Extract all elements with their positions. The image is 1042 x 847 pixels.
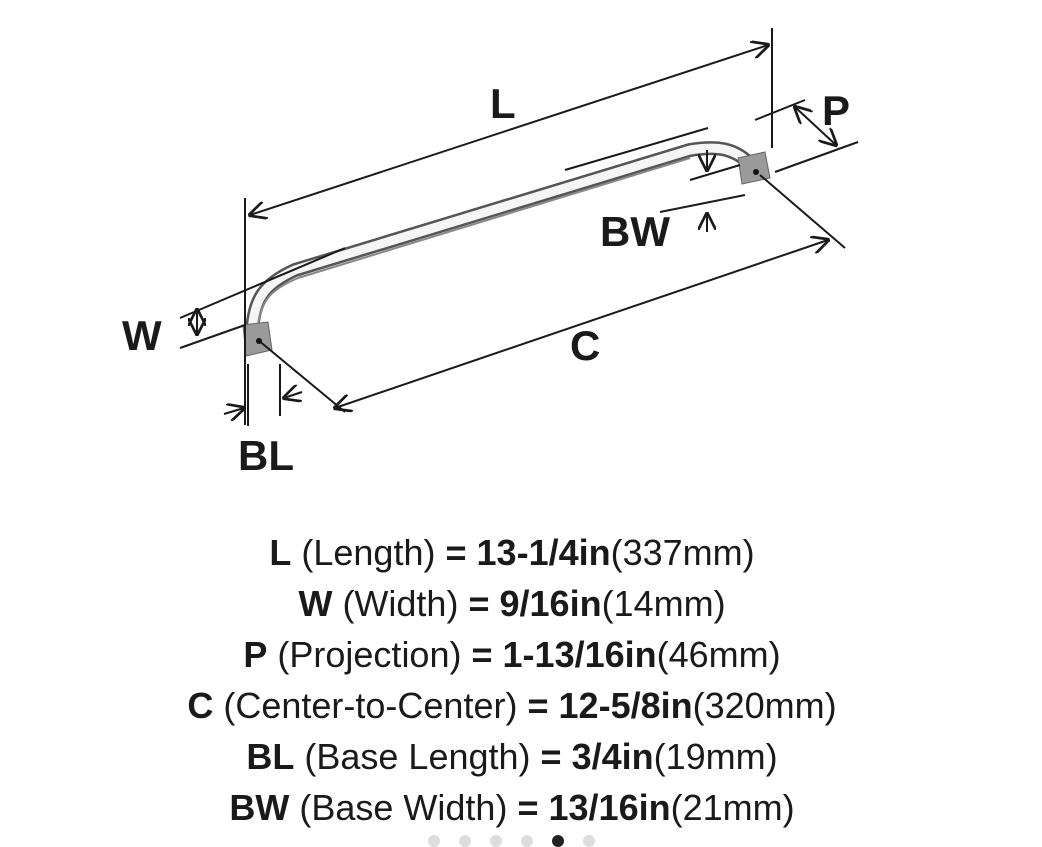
spec-equals: = xyxy=(471,634,493,675)
spec-name: (Base Width) xyxy=(299,787,508,828)
label-C: C xyxy=(570,322,600,369)
base-length-arrow-left xyxy=(223,408,244,414)
base-length-arrow-right xyxy=(284,392,303,398)
spec-imperial: 1-13/16in xyxy=(502,634,657,675)
spec-equals: = xyxy=(468,583,490,624)
spec-name: (Base Length) xyxy=(304,736,531,777)
spec-name: (Width) xyxy=(342,583,459,624)
spec-metric: (19mm) xyxy=(653,736,778,777)
label-BW: BW xyxy=(600,208,670,255)
spec-metric: (21mm) xyxy=(670,787,795,828)
spec-name: (Length) xyxy=(301,532,436,573)
carousel-dot[interactable] xyxy=(583,835,595,847)
carousel-dot[interactable] xyxy=(521,835,533,847)
label-BL: BL xyxy=(238,432,294,479)
label-P: P xyxy=(822,87,850,134)
label-W: W xyxy=(122,312,162,359)
spec-line-bw: BW (Base Width) = 13/16in(21mm) xyxy=(0,782,1024,833)
spec-code: W xyxy=(298,583,333,624)
spec-imperial: 13/16in xyxy=(548,787,671,828)
carousel-dot[interactable] xyxy=(428,835,440,847)
spec-line-l: L (Length) = 13-1/4in(337mm) xyxy=(0,527,1024,578)
spec-equals: = xyxy=(517,787,539,828)
spec-metric: (320mm) xyxy=(692,685,837,726)
carousel-dot[interactable] xyxy=(459,835,471,847)
carousel-dot[interactable] xyxy=(552,835,564,847)
spec-name: (Center-to-Center) xyxy=(223,685,518,726)
center-to-center-dimension-line xyxy=(335,240,828,408)
spec-imperial: 9/16in xyxy=(499,583,602,624)
spec-line-w: W (Width) = 9/16in(14mm) xyxy=(0,578,1024,629)
spec-equals: = xyxy=(527,685,549,726)
spec-metric: (46mm) xyxy=(656,634,781,675)
projection-dimension-line xyxy=(795,107,836,145)
spec-metric: (337mm) xyxy=(610,532,755,573)
length-dimension-line xyxy=(250,45,768,215)
spec-metric: (14mm) xyxy=(601,583,726,624)
spec-code: C xyxy=(187,685,214,726)
handle-dimension-diagram: L P BW W C BL xyxy=(122,28,859,479)
spec-line-bl: BL (Base Length) = 3/4in(19mm) xyxy=(0,731,1024,782)
spec-code: BW xyxy=(229,787,290,828)
spec-code: BL xyxy=(246,736,295,777)
spec-equals: = xyxy=(445,532,467,573)
spec-line-p: P (Projection) = 1-13/16in(46mm) xyxy=(0,629,1024,680)
spec-imperial: 13-1/4in xyxy=(476,532,611,573)
spec-imperial: 3/4in xyxy=(571,736,654,777)
spec-line-c: C (Center-to-Center) = 12-5/8in(320mm) xyxy=(0,680,1024,731)
spec-code: L xyxy=(269,532,292,573)
spec-name: (Projection) xyxy=(277,634,462,675)
carousel-dot[interactable] xyxy=(490,835,502,847)
spec-imperial: 12-5/8in xyxy=(558,685,693,726)
spec-equals: = xyxy=(540,736,562,777)
carousel-dots xyxy=(428,835,595,847)
label-L: L xyxy=(490,80,516,127)
spec-code: P xyxy=(243,634,268,675)
dimension-specs: L (Length) = 13-1/4in(337mm)W (Width) = … xyxy=(0,527,1024,833)
